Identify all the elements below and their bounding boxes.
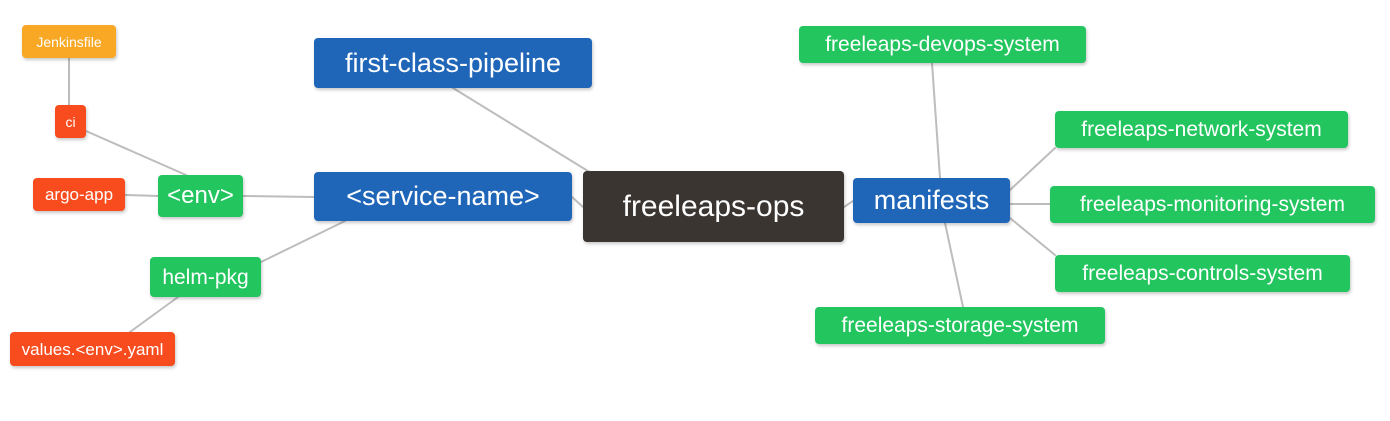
- edge-service-name-to-helm-pkg: [260, 220, 346, 263]
- node-helm-pkg[interactable]: helm-pkg: [150, 257, 261, 297]
- edge-env-to-ci: [85, 130, 187, 176]
- edge-env-to-argo-app: [124, 194, 159, 197]
- node-freeleaps-storage-system[interactable]: freeleaps-storage-system: [815, 307, 1105, 344]
- node-freeleaps-controls-system[interactable]: freeleaps-controls-system: [1055, 255, 1350, 292]
- edge-manifests-to-freeleaps-controls-system: [1009, 217, 1056, 256]
- node-argo-app[interactable]: argo-app: [33, 178, 125, 211]
- node-service-name[interactable]: <service-name>: [314, 172, 572, 221]
- node-env[interactable]: <env>: [158, 175, 243, 217]
- node-freeleaps-ops[interactable]: freeleaps-ops: [583, 171, 844, 242]
- edge-helm-pkg-to-values-env-yaml: [129, 296, 179, 333]
- edge-manifests-to-freeleaps-devops-system: [931, 62, 941, 179]
- node-values-env-yaml[interactable]: values.<env>.yaml: [10, 332, 175, 366]
- edge-manifests-to-freeleaps-network-system: [1009, 147, 1056, 191]
- node-freeleaps-network-system[interactable]: freeleaps-network-system: [1055, 111, 1348, 148]
- edge-manifests-to-freeleaps-storage-system: [944, 222, 964, 308]
- node-ci[interactable]: ci: [55, 105, 86, 138]
- edge-freeleaps-ops-to-first-class-pipeline: [452, 87, 597, 177]
- node-freeleaps-devops-system[interactable]: freeleaps-devops-system: [799, 26, 1086, 63]
- edge-freeleaps-ops-to-service-name: [571, 196, 584, 208]
- edge-service-name-to-env: [242, 195, 315, 198]
- node-first-class-pipeline[interactable]: first-class-pipeline: [314, 38, 592, 88]
- node-Jenkinsfile[interactable]: Jenkinsfile: [22, 25, 116, 58]
- node-manifests[interactable]: manifests: [853, 178, 1010, 223]
- node-freeleaps-monitoring-system[interactable]: freeleaps-monitoring-system: [1050, 186, 1375, 223]
- edge-freeleaps-ops-to-manifests: [843, 200, 854, 208]
